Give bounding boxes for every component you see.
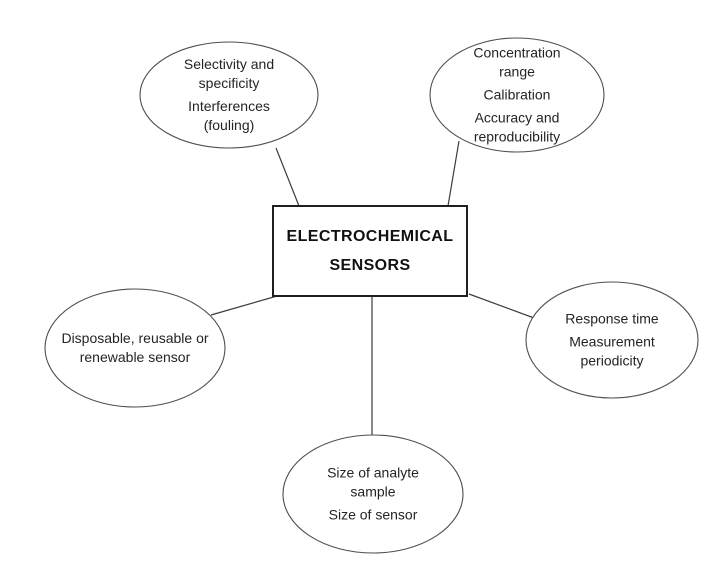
central-node-title-line1: ELECTROCHEMICAL <box>286 227 454 245</box>
connector-disposable-line <box>210 295 278 316</box>
disposable-paragraph-1: Disposable, reusable or renewable sensor <box>61 330 209 365</box>
selectivity-label: Selectivity and specificity Interference… <box>164 55 294 135</box>
connector-concentration-line <box>447 140 460 207</box>
concentration-paragraph-2: Calibration <box>483 86 551 103</box>
connector-response-line <box>468 293 535 319</box>
size-paragraph-2: Size of sensor <box>328 506 418 523</box>
selectivity-ellipse <box>139 41 319 149</box>
concentration-ellipse <box>429 37 605 153</box>
size-label: Size of analyte sample Size of sensor <box>315 464 431 525</box>
response-label: Response time Measurement periodicity <box>554 310 670 371</box>
concentration-paragraph-3: Accuracy and reproducibility <box>473 109 561 145</box>
size-paragraph-1: Size of analyte sample <box>327 464 419 500</box>
disposable-label: Disposable, reusable or renewable sensor <box>49 329 221 367</box>
concentration-label: Concentration range Calibration Accuracy… <box>459 44 575 147</box>
connector-selectivity-line <box>275 147 300 207</box>
size-ellipse <box>282 434 464 554</box>
response-paragraph-1: Response time <box>565 310 659 327</box>
response-ellipse <box>525 281 699 399</box>
selectivity-paragraph-2: Interferences (fouling) <box>188 98 270 133</box>
disposable-ellipse <box>44 288 226 408</box>
central-node-box: ELECTROCHEMICAL SENSORS <box>272 205 468 297</box>
selectivity-paragraph-1: Selectivity and specificity <box>183 56 275 91</box>
concentration-paragraph-1: Concentration range <box>473 44 561 80</box>
central-node-title-line2: SENSORS <box>329 256 411 274</box>
response-paragraph-2: Measurement periodicity <box>569 333 655 369</box>
